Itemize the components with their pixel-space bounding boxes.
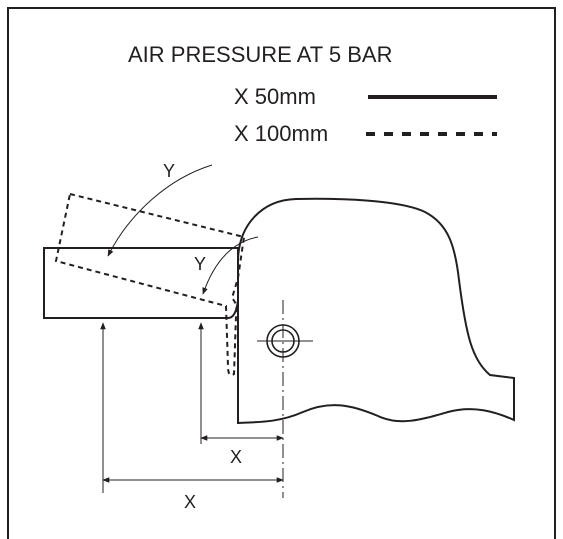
legend-label-100mm: X 100mm bbox=[234, 121, 329, 146]
rotation-arrow-lower bbox=[202, 236, 259, 295]
legend-label-50mm: X 50mm bbox=[234, 84, 316, 109]
rotation-label-upper: Y bbox=[163, 161, 176, 181]
rotation-label-lower: Y bbox=[194, 254, 207, 274]
rotation-arrow-upper bbox=[107, 164, 213, 257]
dimension-label-short: X bbox=[230, 447, 243, 467]
dimension-label-long: X bbox=[184, 492, 197, 512]
border-frame bbox=[7, 7, 556, 539]
machine-body bbox=[237, 197, 515, 425]
diagram-title: AIR PRESSURE AT 5 BAR bbox=[128, 42, 393, 67]
lever-deflected-position bbox=[54, 192, 246, 376]
